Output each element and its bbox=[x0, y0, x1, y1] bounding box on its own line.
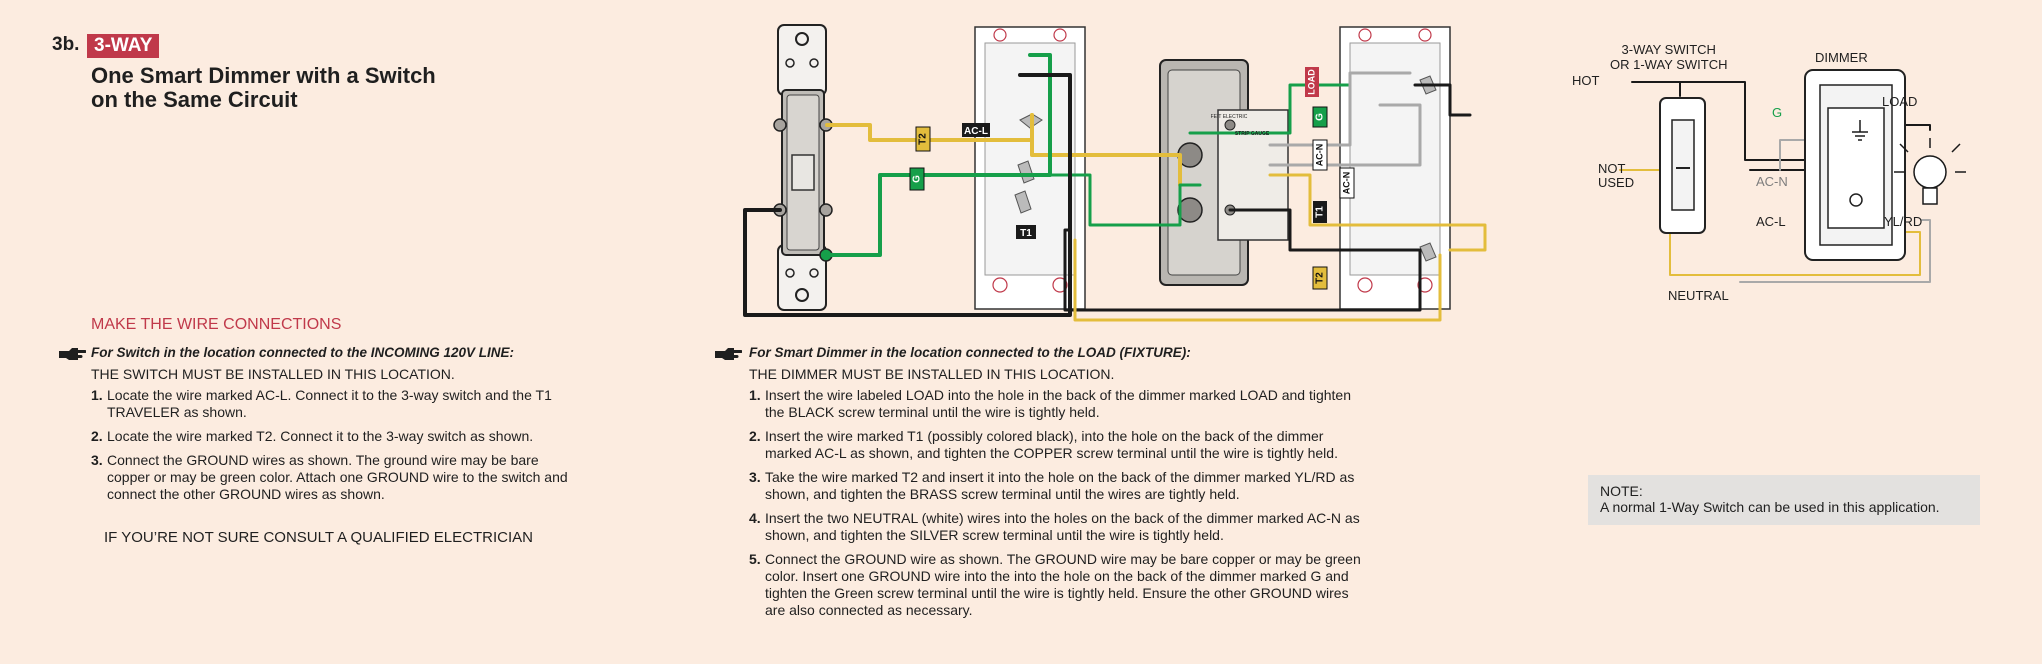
list-item: 2.Insert the wire marked T1 (possibly co… bbox=[749, 428, 1338, 461]
wire-tag-g-left: G bbox=[909, 167, 925, 191]
brand-label: FEIT ELECTRIC bbox=[1211, 114, 1248, 120]
ground-symbol bbox=[1852, 120, 1868, 141]
not-used-label: NOT USED bbox=[1598, 161, 1635, 190]
svg-text:G: G bbox=[912, 175, 923, 183]
wiring-schematic bbox=[1619, 69, 1966, 283]
wall-box-2 bbox=[1339, 26, 1451, 310]
consult-electrician-note: IF YOU’RE NOT SURE CONSULT A QUALIFIED E… bbox=[104, 529, 533, 546]
dimmer-section-title: For Smart Dimmer in the location connect… bbox=[749, 345, 1191, 360]
section-heading: MAKE THE WIRE CONNECTIONS bbox=[91, 316, 342, 333]
ac-n-wire bbox=[1779, 139, 1811, 171]
svg-text:AC-L: AC-L bbox=[964, 126, 988, 137]
svg-text:T2: T2 bbox=[918, 133, 929, 145]
svg-text:T1: T1 bbox=[1315, 206, 1326, 218]
note-text: A normal 1-Way Switch can be used in thi… bbox=[1600, 499, 1940, 515]
page-title: One Smart Dimmer with a Switch on the Sa… bbox=[91, 64, 511, 112]
schematic-switch bbox=[1659, 97, 1706, 234]
neutral-gray-wire bbox=[1739, 219, 1931, 283]
wire-tag-t2-right: T2 bbox=[1312, 266, 1328, 290]
list-item: 2.Locate the wire marked T2. Connect it … bbox=[91, 428, 534, 444]
svg-text:AC-N: AC-N bbox=[1341, 172, 1351, 195]
switch-steps-list: 1.Locate the wire marked AC-L. Connect i… bbox=[91, 387, 581, 510]
title-line-2: on the Same Circuit bbox=[91, 87, 298, 112]
light-bulb-icon bbox=[1894, 138, 1966, 205]
note-box: NOTE: A normal 1-Way Switch can be used … bbox=[1588, 475, 1980, 525]
wires bbox=[743, 53, 1487, 322]
traveler-wire bbox=[1679, 81, 1811, 161]
title-line-1: One Smart Dimmer with a Switch bbox=[91, 63, 436, 88]
schematic-dimmer bbox=[1804, 69, 1906, 261]
schematic-dimmer-label: DIMMER bbox=[1815, 50, 1868, 65]
neutral-label: NEUTRAL bbox=[1668, 288, 1729, 303]
wiring-illustration: T2 G AC-L T1 LOAD G AC-N AC-N T1 T2 FEIT… bbox=[743, 24, 1487, 322]
load-wire bbox=[1904, 124, 1931, 131]
wire-tag-t1-left: T1 bbox=[1016, 225, 1036, 239]
wire-tag-acn-right-1: AC-N bbox=[1312, 139, 1328, 171]
yl-rd-label: YL/RD bbox=[1884, 214, 1923, 229]
wire-tag-t2-left: T2 bbox=[915, 126, 931, 152]
svg-text:AC-N: AC-N bbox=[1314, 144, 1324, 167]
schematic-switch-label: 3-WAY SWITCH OR 1-WAY SWITCH bbox=[1610, 42, 1728, 72]
yl-rd-wire bbox=[1739, 231, 1921, 276]
svg-text:LOAD: LOAD bbox=[1306, 69, 1316, 95]
pointing-hand-icon bbox=[59, 348, 86, 360]
pointing-hand-icon bbox=[715, 348, 742, 360]
list-item: 5.Connect the GROUND wire as shown. The … bbox=[749, 551, 1361, 618]
wire-tag-g-right: G bbox=[1312, 106, 1328, 128]
three-way-switch-illustration bbox=[773, 24, 833, 311]
wire-tag-acl-left: AC-L bbox=[962, 123, 990, 137]
note-label: NOTE: bbox=[1600, 483, 1643, 499]
hot-wire bbox=[1631, 81, 1681, 97]
dimmer-steps-list: 1.Insert the wire labeled LOAD into the … bbox=[749, 387, 1369, 626]
wire-tag-acn-right-2: AC-N bbox=[1339, 167, 1355, 199]
switch-must-note: THE SWITCH MUST BE INSTALLED IN THIS LOC… bbox=[91, 366, 455, 382]
ac-l-label: AC-L bbox=[1756, 214, 1786, 229]
wire-tag-t1-right: T1 bbox=[1313, 201, 1327, 223]
list-item: 3.Take the wire marked T2 and insert it … bbox=[749, 469, 1355, 502]
wiring-type-badge: 3-WAY bbox=[87, 34, 160, 58]
list-item: 1.Locate the wire marked AC-L. Connect i… bbox=[91, 387, 552, 420]
svg-text:T2: T2 bbox=[1315, 272, 1326, 284]
list-item: 3.Connect the GROUND wires as shown. The… bbox=[91, 452, 568, 502]
strip-gauge-label: STRIP GAUGE bbox=[1235, 131, 1270, 137]
load-label: LOAD bbox=[1882, 94, 1918, 109]
dimmer-must-note: THE DIMMER MUST BE INSTALLED IN THIS LOC… bbox=[749, 366, 1115, 382]
hot-label: HOT bbox=[1572, 73, 1600, 88]
wire-tag-load: LOAD bbox=[1305, 67, 1319, 97]
ac-n-label: AC-N bbox=[1756, 174, 1788, 189]
g-label: G bbox=[1772, 105, 1783, 120]
step-number: 3b. bbox=[52, 34, 80, 55]
switch-section-title: For Switch in the location connected to … bbox=[91, 345, 515, 360]
svg-text:G: G bbox=[1315, 113, 1326, 121]
list-item: 4.Insert the two NEUTRAL (white) wires i… bbox=[749, 510, 1360, 543]
list-item: 1.Insert the wire labeled LOAD into the … bbox=[749, 387, 1351, 420]
svg-text:T1: T1 bbox=[1020, 228, 1032, 239]
